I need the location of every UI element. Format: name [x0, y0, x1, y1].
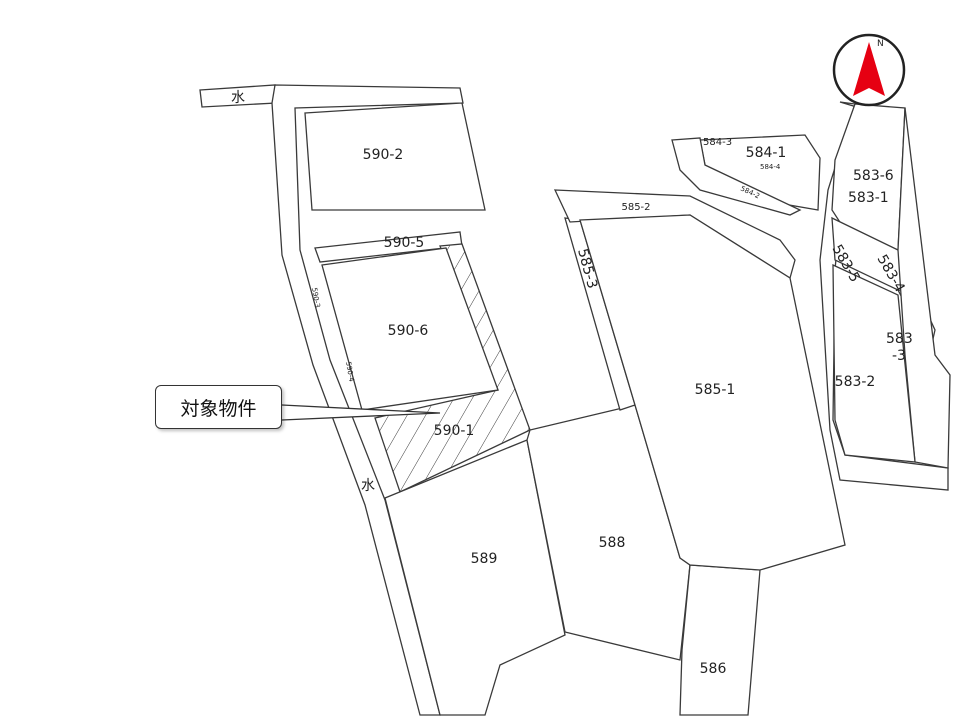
- label-585-2: 585-2: [621, 202, 650, 213]
- label-583-3-line2: -3: [892, 348, 906, 364]
- label-590-3: 590-3: [310, 287, 321, 308]
- label-590-5: 590-5: [384, 235, 425, 251]
- label-586: 586: [700, 661, 727, 677]
- callout-leader: [281, 404, 441, 421]
- label-water-top: 水: [231, 90, 245, 106]
- label-584-3: 584-3: [703, 137, 732, 148]
- label-584-1: 584-1: [746, 145, 787, 161]
- label-583-2: 583-2: [835, 374, 876, 390]
- label-590-4: 590-4: [344, 361, 356, 383]
- parcel-585-1: [579, 214, 846, 571]
- subject-property-callout: 対象物件: [155, 385, 282, 429]
- north-compass-icon: N: [832, 33, 906, 107]
- label-583-1: 583-1: [848, 190, 889, 206]
- parcel-584-3: [671, 137, 802, 216]
- parcel-583-3: [897, 107, 951, 469]
- parcel-590-6: [321, 247, 499, 411]
- label-588: 588: [599, 535, 626, 551]
- label-589: 589: [471, 551, 498, 567]
- label-583-6: 583-6: [853, 168, 894, 184]
- label-584-4: 584-4: [760, 163, 781, 171]
- parcel-583-2: [832, 263, 916, 463]
- label-583-3-line1: 583: [886, 331, 913, 347]
- label-590-1: 590-1: [434, 423, 475, 439]
- north-label: N: [877, 39, 884, 49]
- label-water-mid: 水: [361, 478, 375, 494]
- label-585-1: 585-1: [695, 382, 736, 398]
- parcel-590-2: [304, 102, 486, 211]
- parcel-586: [679, 564, 761, 716]
- label-590-2: 590-2: [363, 147, 404, 163]
- label-590-6: 590-6: [388, 323, 429, 339]
